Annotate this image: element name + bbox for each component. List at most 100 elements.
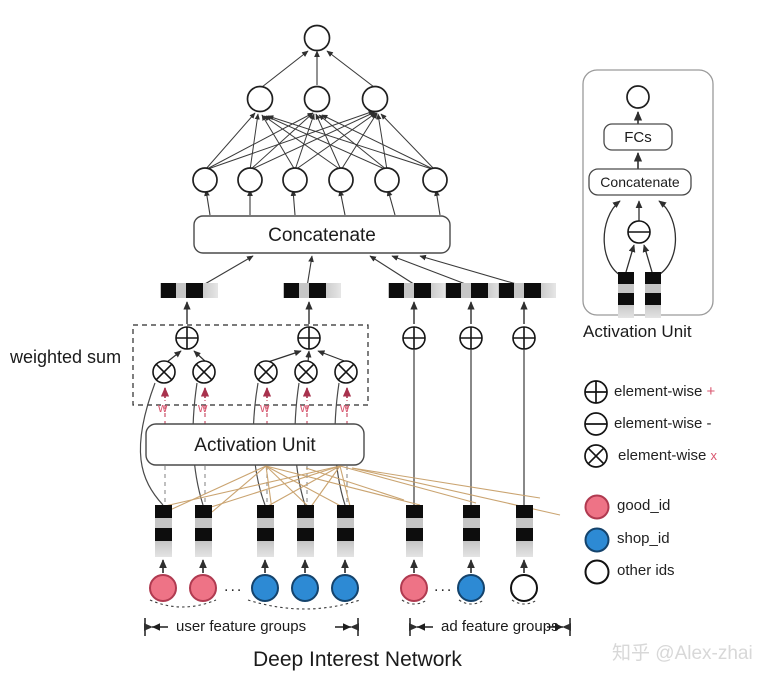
weight-dashed-lines [164,400,348,425]
bracket-arrowheads [152,623,563,631]
legend-shop-id-circle-icon [584,527,610,553]
shop-id-circle-icon [251,574,279,602]
legend-op-label-minus: element-wise - [614,415,712,432]
legend-circle-minus-icon [584,412,608,436]
legend-op-label-times: element-wise x [618,447,717,464]
weight-label: w [198,400,208,415]
feature-embedding-bar [195,505,212,557]
mul-to-sum-edges [166,350,348,363]
feature-embedding-bar [297,505,314,557]
ad-feature-groups-label: ad feature groups [441,618,559,635]
activation-unit-box[interactable]: Activation Unit [145,423,365,466]
au-output-node [626,85,650,109]
circle-plus-icon [512,326,536,350]
mul-operators [152,360,358,384]
weighted-sum-dashed-box [132,324,369,406]
legend-shop-id-label: shop_id [617,530,670,547]
au-input-to-minus-edges [625,244,653,273]
mlp-hidden-node [361,85,389,113]
figure-caption: Deep Interest Network [253,648,462,671]
circle-times-icon [152,360,176,384]
mlp-hidden-node [246,85,274,113]
legend-op-symbol: - [706,415,712,432]
shop-id-circle-icon [331,574,359,602]
circle-plus-icon [297,326,321,350]
shop-id-circle-icon [457,574,485,602]
au-embedding-bar [618,272,634,318]
mlp-nodes [192,24,448,193]
legend-op-text: element-wise [614,415,703,432]
mlp-input-node [282,167,308,193]
circle-plus-icon [459,326,483,350]
legend-circle-plus-icon [584,380,608,404]
mlp-input-to-concat-edges [204,189,441,216]
mlp-input-node [422,167,448,193]
mlp-hidden-node [303,85,331,113]
au-concatenate-box[interactable]: Concatenate [588,168,692,196]
weight-label: w [260,400,270,415]
feature-embedding-bar [155,505,172,557]
good-id-circle-icon [400,574,428,602]
feature-embedding-bar [406,505,423,557]
weight-label: w [300,400,310,415]
legend-op-symbol: x [710,448,718,463]
sum-operators [175,326,536,350]
legend-op-label-plus: element-wise + [614,383,715,400]
feature-embedding-bars [155,505,533,557]
au-circle-minus-icon [627,220,651,244]
pooled-embedding-bar [445,283,503,298]
feature-embedding-bar [516,505,533,557]
circle-times-icon [334,360,358,384]
au-concatenate-label: Concatenate [600,174,680,190]
shop-id-circle-icon [291,574,319,602]
other-ids-circle-icon [510,574,538,602]
pooled-embedding-bar [283,283,341,298]
user-group-ellipsis: ... [224,578,244,595]
embedding-to-concat-edges [197,254,531,289]
legend-other-ids-circle-icon [584,559,610,585]
watermark: 知乎 @Alex-zhai [612,643,753,664]
au-fcs-box[interactable]: FCs [603,123,673,151]
au-fcs-label: FCs [624,129,652,146]
activation-unit-box-label: Activation Unit [194,435,316,456]
user-feature-groups-label: user feature groups [176,618,307,635]
feature-embedding-bar [463,505,480,557]
id-to-embedding-arrows [159,559,528,573]
concatenate-box[interactable]: Concatenate [193,215,451,254]
pooled-embedding-bar [388,283,446,298]
au-embedding-bars [618,272,661,318]
activation-link-lines [164,465,561,516]
mlp-input-node [192,167,218,193]
legend-op-icons [584,380,608,468]
good-id-circle-icon [149,574,177,602]
mlp-output-node [303,24,331,52]
pooled-embedding-bar [160,283,218,298]
au-embedding-bar [645,272,661,318]
pooled-embedding-bars [160,283,556,298]
circle-plus-icon [402,326,426,350]
legend-op-text: element-wise [614,383,703,400]
pooled-embedding-bar [498,283,556,298]
legend-good-id-circle-icon [584,494,610,520]
legend-other-ids-label: other ids [617,562,675,579]
legend-op-symbol: + [706,383,716,400]
concatenate-box-label: Concatenate [268,225,376,246]
mlp-input-node [374,167,400,193]
weight-label: w [340,400,350,415]
feature-id-circles [149,574,538,602]
legend-node-icons [584,494,610,585]
circle-times-icon [294,360,318,384]
weight-label: w [158,400,168,415]
ad-vertical-lines [413,349,525,505]
legend-circle-times-icon [584,444,608,468]
circle-times-icon [254,360,278,384]
good-id-circle-icon [189,574,217,602]
circle-times-icon [192,360,216,384]
activation-dashed-connectors [164,466,348,505]
mlp-input-node [237,167,263,193]
sum-to-embedding-arrows [183,301,528,324]
ad-group-ellipsis: ... [434,578,454,595]
circle-plus-icon [175,326,199,350]
